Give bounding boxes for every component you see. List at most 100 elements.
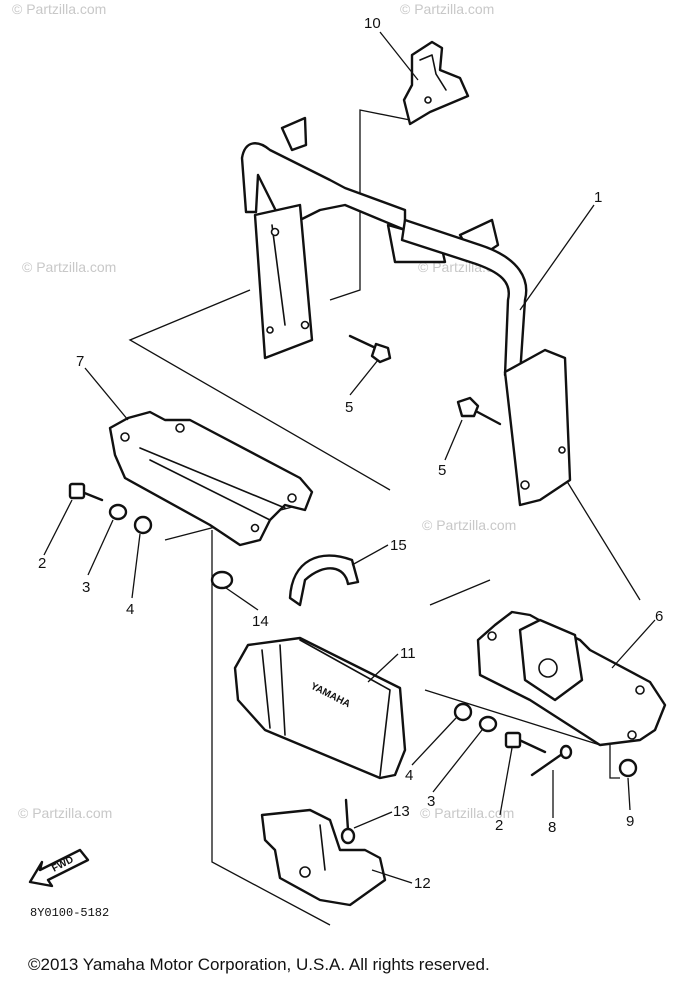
leader-line xyxy=(444,419,463,461)
callout-13: 13 xyxy=(393,803,410,820)
callout-1: 1 xyxy=(594,189,602,206)
bolt-head xyxy=(504,731,522,749)
box-body xyxy=(233,636,407,780)
leader-line xyxy=(43,499,73,556)
callout-8: 8 xyxy=(548,819,556,836)
callout-3: 3 xyxy=(82,579,90,596)
plate-hole xyxy=(487,631,497,641)
callout-5: 5 xyxy=(345,399,353,416)
leader-line xyxy=(225,587,259,611)
frame-right-leg xyxy=(503,348,572,507)
part-14-grommet xyxy=(210,570,234,590)
reference-line xyxy=(429,579,491,606)
leader-line xyxy=(379,31,419,81)
frame-tab-left xyxy=(280,116,308,152)
callout-4: 4 xyxy=(126,601,134,618)
callout-10: 10 xyxy=(364,15,381,32)
bolt-head xyxy=(370,342,392,364)
frame-hole xyxy=(300,320,310,330)
leader-line xyxy=(349,359,379,396)
frame-hole xyxy=(520,480,530,490)
leader-line xyxy=(84,367,129,421)
callout-7: 7 xyxy=(76,353,84,370)
screw-shank xyxy=(530,750,567,777)
reference-lines xyxy=(128,109,641,926)
leader-lines xyxy=(43,31,656,884)
frame-left-leg xyxy=(253,203,314,360)
right-hardware xyxy=(453,702,638,778)
plate-slot xyxy=(139,447,286,509)
leader-line xyxy=(351,544,389,566)
leader-line xyxy=(432,729,483,793)
part-15-band xyxy=(288,554,360,607)
copyright-text: ©2013 Yamaha Motor Corporation, U.S.A. A… xyxy=(28,955,490,974)
callout-4: 4 xyxy=(405,767,413,784)
reference-line xyxy=(559,469,641,601)
leader-line xyxy=(627,777,631,811)
leader-line xyxy=(367,653,399,683)
part-5-bolts xyxy=(348,334,502,426)
callout-14: 14 xyxy=(252,613,269,630)
box-seam xyxy=(261,649,271,729)
frame-leg-slot xyxy=(271,224,286,326)
plate-hole xyxy=(250,523,260,533)
nut xyxy=(133,515,153,535)
leader-line xyxy=(87,519,114,576)
callout-9: 9 xyxy=(626,813,634,830)
watermark: © Partzilla.com xyxy=(422,517,516,533)
pin-shank xyxy=(344,798,350,832)
box-edge xyxy=(299,639,391,777)
leader-line xyxy=(131,533,141,599)
leader-line xyxy=(499,747,513,816)
plate-slot xyxy=(149,459,271,521)
watermark: © Partzilla.com xyxy=(22,259,116,275)
part-13-pin xyxy=(340,798,356,845)
frame-hole xyxy=(270,227,280,237)
frame-hole xyxy=(558,446,566,454)
bolt-shank xyxy=(80,490,104,502)
bracket-hole xyxy=(299,866,311,878)
callout-12: 12 xyxy=(414,875,431,892)
diagram-code: 8Y0100-5182 xyxy=(30,906,109,920)
watermark: © Partzilla.com xyxy=(420,805,514,821)
nut xyxy=(453,702,473,722)
part-1-frame xyxy=(240,116,572,507)
leader-line xyxy=(611,619,656,669)
callout-3: 3 xyxy=(427,793,435,810)
bracket-plate xyxy=(402,40,470,126)
callout-6: 6 xyxy=(655,608,663,625)
fwd-arrow-icon xyxy=(28,848,90,888)
callout-2: 2 xyxy=(495,817,503,834)
callout-5: 5 xyxy=(438,462,446,479)
part-10-bracket xyxy=(402,40,470,126)
part-9-nut xyxy=(618,758,638,778)
washer xyxy=(478,715,498,733)
callout-2: 2 xyxy=(38,555,46,572)
leader-line xyxy=(371,869,413,884)
part-6-plate xyxy=(476,610,667,747)
plate-hole xyxy=(538,658,558,678)
bracket-fold xyxy=(419,54,447,91)
leader-line xyxy=(411,717,457,766)
box-seam xyxy=(279,644,286,736)
part-7-plate xyxy=(108,410,314,547)
plate-hole xyxy=(287,493,297,503)
frame-hole xyxy=(266,326,274,334)
plate-hole xyxy=(120,432,130,442)
watermark: © Partzilla.com xyxy=(400,1,494,17)
pin-head xyxy=(340,827,356,845)
watermark: © Partzilla.com xyxy=(18,805,112,821)
reference-line xyxy=(609,745,620,779)
bolt-head xyxy=(456,396,480,418)
leader-line xyxy=(519,204,595,311)
callout-15: 15 xyxy=(390,537,407,554)
plate-hole xyxy=(635,685,645,695)
callout-11: 11 xyxy=(400,645,416,662)
left-hardware xyxy=(68,482,153,535)
plate-hole xyxy=(627,730,637,740)
leader-line xyxy=(353,811,393,829)
reference-line xyxy=(424,689,601,746)
fwd-arrow: FWD xyxy=(28,848,90,888)
part-12-bracket xyxy=(260,808,387,907)
